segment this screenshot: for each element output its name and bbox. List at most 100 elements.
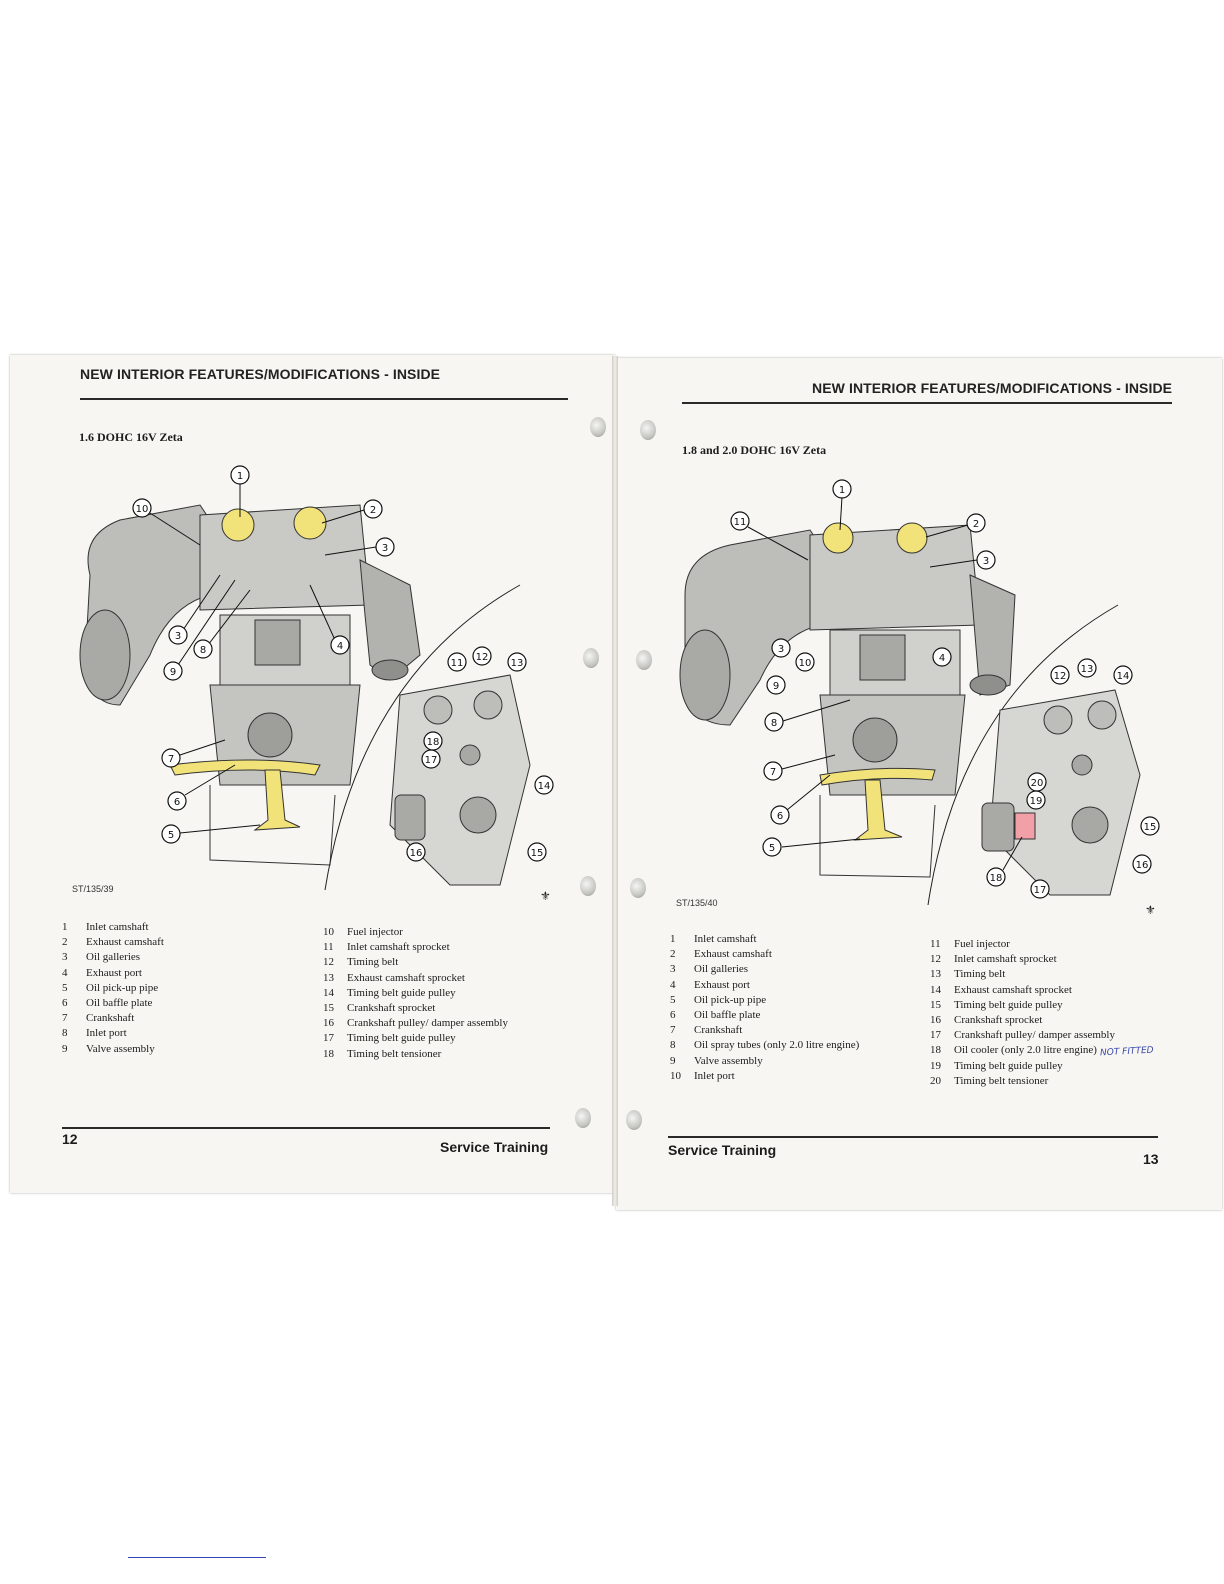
callout-2-label: 2 (370, 505, 376, 516)
binder-hole-icon (580, 876, 596, 896)
right-footer-rule (668, 1136, 1158, 1138)
right-figure-code: ST/135/40 (676, 898, 718, 908)
legend-item-number: 14 (930, 983, 941, 996)
legend-item-number: 3 (670, 963, 676, 976)
legend-item-label: Crankshaft pulley/ damper assembly (954, 1029, 1115, 1042)
callout-16-label: 16 (410, 848, 423, 859)
left-header: NEW INTERIOR FEATURES/MODIFICATIONS - IN… (80, 366, 441, 382)
legend-item-number: 7 (62, 1012, 68, 1025)
r-callout-8-label: 8 (771, 718, 777, 729)
legend-item-label: Timing belt (347, 956, 399, 969)
legend-item-number: 18 (323, 1047, 334, 1060)
r-callout-14-label: 14 (1117, 671, 1130, 682)
legend-item: 11 Fuel injector (930, 937, 1115, 952)
legend-item: 4 Exhaust port (62, 966, 164, 981)
legend-item-label: Fuel injector (954, 938, 1010, 950)
legend-item-label: Oil pick-up pipe (86, 981, 159, 994)
legend-item-number: 8 (670, 1039, 676, 1052)
legend-item: 12 Timing belt (323, 955, 508, 970)
right-footer-title: Service Training (668, 1142, 777, 1158)
legend-item: 13 Timing belt (930, 967, 1115, 982)
left-header-rule (80, 398, 568, 400)
legend-item-label: Timing belt tensioner (954, 1074, 1049, 1087)
legend-item: 11 Inlet camshaft sprocket (323, 940, 508, 955)
left-page-number: 12 (62, 1131, 78, 1147)
legend-item-label: Oil galleries (694, 963, 749, 976)
legend-item: 6 Oil baffle plate (62, 996, 164, 1011)
legend-item-number: 4 (62, 966, 68, 979)
legend-item-number: 8 (62, 1027, 68, 1040)
right-header: NEW INTERIOR FEATURES/MODIFICATIONS - IN… (812, 380, 1173, 396)
legend-item-number: 13 (323, 971, 334, 984)
legend-item-number: 17 (323, 1032, 334, 1045)
legend-item-number: 11 (323, 941, 334, 954)
legend-item-number: 6 (62, 997, 68, 1010)
legend-item-number: 13 (930, 968, 941, 981)
legend-item-label: Exhaust camshaft sprocket (347, 971, 465, 984)
legend-item-label: Exhaust port (86, 966, 142, 979)
legend-item-number: 5 (62, 981, 68, 994)
r-callout-10-label: 10 (799, 658, 812, 669)
legend-item-label: Inlet camshaft sprocket (347, 941, 450, 954)
legend-item: 14 Exhaust camshaft sprocket (930, 983, 1115, 998)
legend-item-label: Timing belt guide pulley (347, 1032, 456, 1045)
legend-item-label: Inlet camshaft (694, 933, 757, 945)
r-callout-19-label: 19 (1030, 796, 1043, 807)
legend-item-label: Timing belt guide pulley (954, 998, 1063, 1011)
legend-item-number: 10 (670, 1069, 681, 1082)
legend-item-label: Inlet camshaft sprocket (954, 953, 1057, 966)
legend-item-label: Oil baffle plate (694, 1009, 761, 1022)
legend-item-label: Timing belt (954, 968, 1006, 981)
legend-item-label: Inlet port (86, 1027, 127, 1040)
right-page-number: 13 (1143, 1151, 1159, 1167)
legend-item-label: Exhaust camshaft sprocket (954, 983, 1072, 996)
book-gutter (612, 356, 618, 1206)
legend-item-number: 11 (930, 938, 941, 950)
r-callout-12-label: 12 (1054, 671, 1067, 682)
callout-1-label: 1 (237, 471, 243, 482)
legend-item-label: Oil baffle plate (86, 997, 153, 1010)
r-callout-6-label: 6 (777, 811, 783, 822)
callout-6-label: 6 (174, 797, 180, 808)
r-callout-13-label: 13 (1081, 664, 1094, 675)
publisher-logo-icon: ⚜ (540, 889, 551, 903)
r-callout-7-label: 7 (770, 767, 776, 778)
legend-item-number: 2 (670, 948, 676, 961)
callout-3b-label: 3 (175, 631, 181, 642)
legend-item-number: 9 (62, 1042, 68, 1055)
binder-hole-icon (575, 1108, 591, 1128)
legend-item-number: 3 (62, 951, 68, 964)
legend-item-label: Crankshaft (694, 1024, 743, 1037)
legend-item-label: Timing belt guide pulley (954, 1059, 1063, 1072)
bottom-link-underline (128, 1557, 266, 1558)
legend-item-number: 1 (62, 921, 68, 933)
r-callout-3b-label: 3 (778, 644, 784, 655)
r-callout-18-label: 18 (990, 873, 1003, 884)
binder-hole-icon (640, 420, 656, 440)
left-subtitle: 1.6 DOHC 16V Zeta (79, 430, 183, 444)
r-callout-16-label: 16 (1136, 860, 1149, 871)
legend-item-label: Crankshaft (86, 1012, 135, 1025)
callout-9-label: 9 (170, 667, 176, 678)
legend-item-label: Exhaust camshaft (694, 948, 772, 961)
binder-hole-icon (590, 417, 606, 437)
legend-item-number: 9 (670, 1054, 676, 1067)
binder-hole-icon (583, 648, 599, 668)
r-callout-9-label: 9 (773, 681, 779, 692)
callout-11-label: 11 (451, 658, 464, 669)
legend-item-number: 16 (323, 1017, 334, 1030)
legend-item-number: 12 (323, 956, 334, 969)
legend-item: 7 Crankshaft (62, 1011, 164, 1026)
legend-item-number: 4 (670, 978, 676, 991)
right-header-rule (682, 402, 1172, 404)
